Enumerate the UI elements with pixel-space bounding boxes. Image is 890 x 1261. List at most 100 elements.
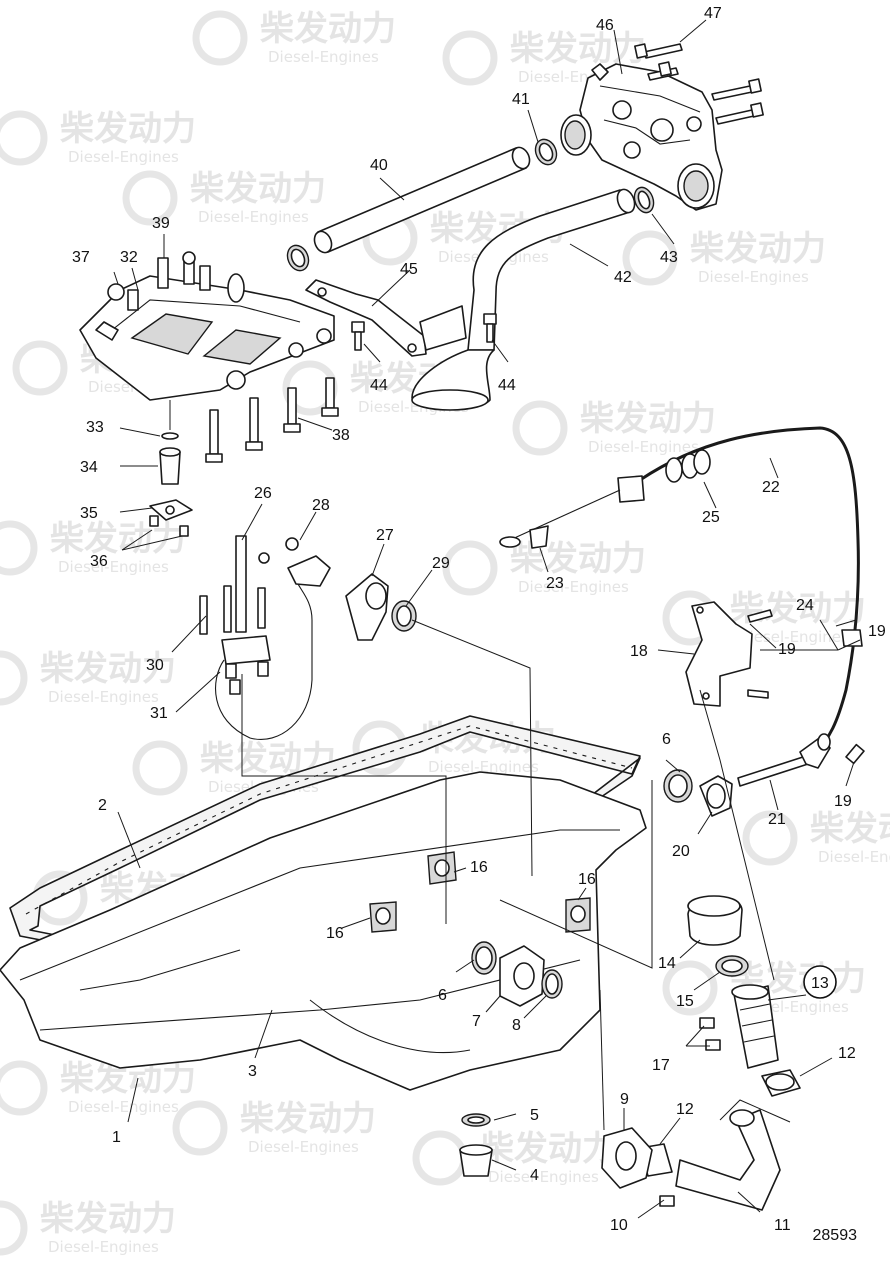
callout-6b: 6: [438, 987, 447, 1004]
bracket-45-drawing: [305, 279, 467, 357]
callout-28: 28: [312, 497, 330, 514]
watermark-20: 柴发动力 Diesel-Engines: [0, 1059, 196, 1116]
callout-35: 35: [80, 505, 98, 522]
callout-43: 43: [660, 249, 678, 266]
callout-11: 11: [774, 1217, 791, 1234]
bolts-44-drawing: [351, 313, 497, 351]
callout-31: 31: [150, 705, 168, 722]
callout-7: 7: [472, 1013, 481, 1030]
watermark-12: 柴发动力 Diesel-Engines: [662, 589, 866, 646]
svg-text:Diesel-Engines: Diesel-Engines: [68, 1098, 179, 1116]
bearing-frame-drawing: [79, 251, 335, 401]
callout-44b: 44: [498, 377, 516, 394]
callout-37: 37: [72, 249, 90, 266]
watermark-22: 柴发动力 Diesel-Engines: [412, 1129, 616, 1186]
leader-lines: [113, 19, 861, 1219]
callout-33: 33: [86, 419, 104, 436]
callout-25: 25: [702, 509, 720, 526]
svg-text:柴发动力: 柴发动力: [510, 539, 646, 579]
reference-circle-13: [803, 965, 837, 999]
watermark-11: 柴发动力 Diesel-Engines: [442, 539, 646, 596]
svg-text:Diesel-Engines: Diesel-Engines: [698, 268, 809, 286]
callout-21: 21: [768, 811, 786, 828]
callout-24: 24: [796, 597, 814, 614]
callout-44a: 44: [370, 377, 388, 394]
callout-1: 1: [112, 1129, 121, 1146]
svg-text:Diesel-Engines: Diesel-Engines: [248, 1138, 359, 1156]
svg-text:柴发动力: 柴发动力: [190, 169, 326, 209]
watermark-21: 柴发动力 Diesel-Engines: [172, 1099, 376, 1156]
callout-36: 36: [90, 553, 108, 570]
callout-40: 40: [370, 157, 388, 174]
svg-text:Diesel-Engines: Diesel-Engines: [488, 1168, 599, 1186]
svg-text:Diesel-Engines: Diesel-Engines: [428, 758, 539, 776]
cover-plates-16-drawing: [369, 851, 591, 933]
callout-45: 45: [400, 261, 418, 278]
svg-text:Diesel-Engines: Diesel-Engines: [58, 558, 169, 576]
callout-6a: 6: [662, 731, 671, 748]
callout-29: 29: [432, 555, 450, 572]
watermark-10: 柴发动力 Diesel-Engines: [0, 519, 186, 576]
callout-38: 38: [332, 427, 350, 444]
callout-labels: 1 2 3 4 5 6 6 7 8 9 10 11 12 12 13 14 15…: [72, 5, 886, 1234]
svg-text:柴发动力: 柴发动力: [730, 589, 866, 629]
callout-32: 32: [120, 249, 138, 266]
svg-text:Diesel-Engines: Diesel-Engines: [48, 688, 159, 706]
svg-text:柴发动力: 柴发动力: [580, 399, 716, 439]
sensor-parts-26-31-drawing: [199, 535, 417, 740]
callout-34: 34: [80, 459, 98, 476]
svg-text:柴发动力: 柴发动力: [240, 1099, 376, 1139]
svg-text:柴发动力: 柴发动力: [260, 9, 396, 49]
document-number: 28593: [812, 1227, 858, 1244]
svg-text:柴发动力: 柴发动力: [40, 1199, 176, 1239]
watermark-3: 柴发动力 Diesel-Engines: [0, 109, 196, 166]
callout-14: 14: [658, 955, 676, 972]
o-ring-41-drawing: [534, 138, 558, 166]
svg-text:Diesel-Engines: Diesel-Engines: [588, 438, 699, 456]
callout-26: 26: [254, 485, 272, 502]
small-parts-33-36-drawing: [149, 400, 193, 537]
callout-39: 39: [152, 215, 170, 232]
svg-text:Diesel-Engines: Diesel-Engines: [738, 628, 849, 646]
watermark-23: 柴发动力 Diesel-Engines: [0, 1199, 176, 1256]
fittings-6-7-8-drawing: [471, 941, 563, 1007]
drain-plug-drawing: [459, 1113, 493, 1177]
svg-text:Diesel-Engines: Diesel-Engines: [268, 48, 379, 66]
callout-13: 13: [811, 975, 829, 992]
svg-text:Diesel-Engines: Diesel-Engines: [518, 578, 629, 596]
callout-17: 17: [652, 1057, 670, 1074]
svg-text:柴发动力: 柴发动力: [50, 519, 186, 559]
svg-text:Diesel-Engines: Diesel-Engines: [818, 848, 890, 866]
oil-pan-1-drawing: [0, 771, 647, 1091]
callout-10: 10: [610, 1217, 628, 1234]
watermark-1: 柴发动力 Diesel-Engines: [192, 9, 396, 66]
callout-16b: 16: [470, 859, 488, 876]
bracket-18-drawing: [685, 601, 773, 707]
callout-5: 5: [530, 1107, 539, 1124]
filler-cap-drawing: [687, 895, 749, 977]
callout-19b: 19: [778, 641, 796, 658]
svg-text:柴发动力: 柴发动力: [510, 29, 646, 69]
callout-19c: 19: [834, 793, 852, 810]
callout-3: 3: [248, 1063, 257, 1080]
oil-pump-drawing: [560, 63, 723, 211]
callout-2: 2: [98, 797, 107, 814]
bolts-47-drawing: [634, 43, 764, 125]
callout-23: 23: [546, 575, 564, 592]
watermark-4: 柴发动力 Diesel-Engines: [122, 169, 326, 226]
svg-text:柴发动力: 柴发动力: [690, 229, 826, 269]
svg-text:Diesel-Engines: Diesel-Engines: [198, 208, 309, 226]
callout-12b: 12: [676, 1101, 694, 1118]
callout-46: 46: [596, 17, 614, 34]
callout-16a: 16: [326, 925, 344, 942]
callout-30: 30: [146, 657, 164, 674]
callout-15: 15: [676, 993, 694, 1010]
callout-42: 42: [614, 269, 632, 286]
svg-text:柴发动力: 柴发动力: [480, 1129, 616, 1169]
suction-pipe-42-drawing: [411, 186, 655, 411]
callout-47: 47: [704, 5, 722, 22]
bolts-38-drawing: [205, 377, 339, 463]
dipstick-tube-22-drawing: [499, 426, 863, 758]
watermark-6: 柴发动力 Diesel-Engines: [622, 229, 826, 286]
